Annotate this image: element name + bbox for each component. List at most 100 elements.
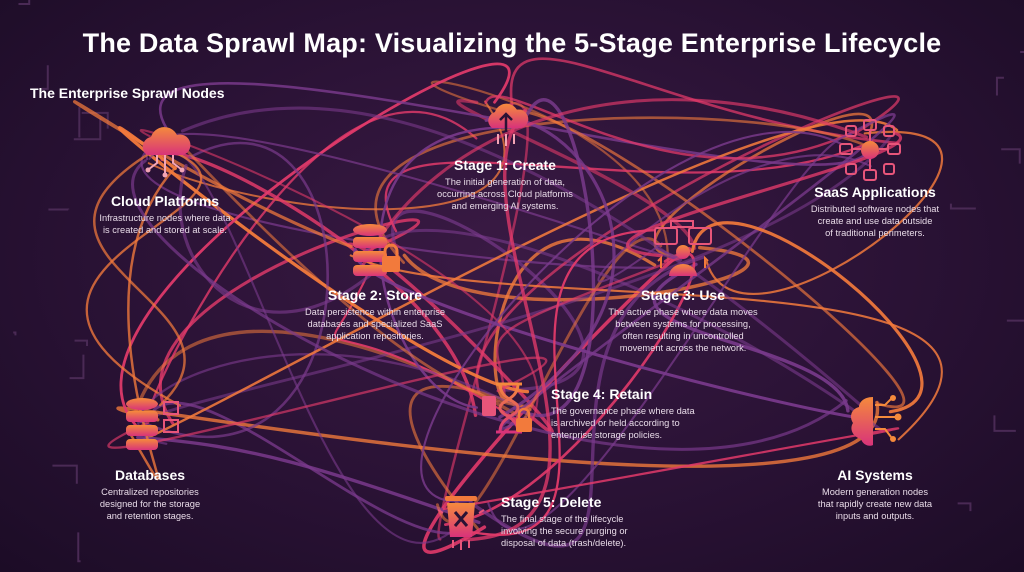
flow-line: [384, 140, 874, 233]
database-lock-icon: [353, 224, 400, 276]
flow-line: [484, 95, 851, 160]
node-desc-line: occurring across Cloud platforms: [437, 189, 573, 199]
node-stage-4-retain: Stage 4: Retain The governance phase whe…: [551, 386, 741, 441]
flow-line: [374, 116, 879, 264]
flow-line: [107, 356, 548, 449]
flow-line: [158, 81, 872, 166]
node-title: Databases: [114, 467, 186, 483]
flow-line: [349, 254, 943, 441]
circuit-trace: [52, 464, 78, 484]
flow-line: [72, 100, 353, 249]
node-title: SaaS Applications: [814, 184, 936, 200]
node-ai-systems: AI Systems Modern generation nodes that r…: [785, 467, 965, 522]
node-desc-line: is archived or held according to: [551, 418, 680, 428]
circuit-trace: [74, 339, 89, 346]
node-title: Stage 4: Retain: [551, 386, 653, 402]
node-desc-line: create and use data outside: [817, 216, 933, 226]
node-databases: Databases Centralized repositories design…: [60, 467, 240, 522]
page-title: The Data Sprawl Map: Visualizing the 5-S…: [82, 28, 942, 58]
node-desc-line: databases and specialized SaaS: [307, 319, 443, 329]
circuit-trace: [41, 65, 49, 90]
node-desc-line: Centralized repositories: [101, 487, 199, 497]
brain-circuit-icon: [851, 395, 902, 446]
flow-line: [408, 384, 532, 530]
node-desc-line: The final stage of the lifecycle: [501, 514, 624, 524]
flow-line: [690, 221, 924, 414]
node-title: Stage 2: Store: [327, 287, 423, 303]
node-desc-line: of traditional perimeters.: [825, 228, 925, 238]
flow-line: [178, 163, 381, 314]
flow-line: [391, 209, 586, 392]
node-stage-1-create: Stage 1: Create The initial generation o…: [415, 157, 595, 212]
node-desc-line: The active phase where data moves: [608, 307, 758, 317]
flow-line: [705, 130, 944, 295]
node-desc-line: The initial generation of data,: [445, 177, 565, 187]
node-title: AI Systems: [837, 467, 913, 483]
node-desc-line: The governance phase where data: [551, 406, 695, 416]
circuit-trace: [949, 203, 976, 210]
node-desc-line: movement across the network.: [619, 343, 747, 353]
node-desc-line: involving the secure purging or: [501, 526, 628, 536]
flow-line: [137, 119, 899, 444]
node-desc-line: is created and stored at scale.: [102, 225, 228, 235]
flow-line: [463, 229, 656, 536]
cloud-network-icon: [142, 127, 191, 178]
flow-line: [119, 62, 511, 427]
circuit-trace: [1006, 319, 1024, 322]
node-desc-line: between systems for processing,: [615, 319, 751, 329]
node-desc-line: and retention stages.: [106, 511, 194, 521]
flow-line: [131, 159, 848, 451]
node-desc-line: enterprise storage policies.: [551, 430, 663, 440]
saas-hub-icon: [839, 119, 901, 181]
flow-line: [420, 130, 842, 503]
circuit-trace: [73, 118, 102, 141]
section-subtitle: The Enterprise Sprawl Nodes: [30, 85, 225, 101]
node-stage-2-store: Stage 2: Store Data persistence within e…: [285, 287, 465, 342]
circuit-trace: [993, 415, 1016, 432]
node-title: Stage 1: Create: [454, 157, 556, 173]
flow-line: [512, 98, 596, 418]
node-desc-line: that rapidly create new data: [817, 499, 933, 509]
trash-delete-icon: [437, 496, 485, 550]
node-title: Stage 3: Use: [640, 287, 726, 303]
node-title: Stage 5: Delete: [501, 494, 602, 510]
cloud-upload-icon: [488, 103, 529, 146]
circuit-trace: [69, 354, 85, 380]
circuit-trace: [995, 76, 1004, 96]
flow-line: [140, 129, 539, 422]
node-cloud-platforms: Cloud Platforms Infrastructure nodes whe…: [75, 193, 255, 236]
flow-line: [463, 108, 552, 542]
flow-line: [475, 95, 900, 394]
node-desc-line: inputs and outputs.: [835, 511, 915, 521]
circuit-trace: [77, 532, 81, 563]
flow-line: [116, 400, 879, 468]
node-desc-line: and emerging AI systems.: [451, 201, 559, 211]
node-desc-line: Modern generation nodes: [822, 487, 928, 497]
hourglass-lock-icon: [482, 382, 532, 434]
flow-line: [468, 255, 705, 548]
flow-line: [495, 255, 684, 396]
node-desc-line: application repositories.: [326, 331, 424, 341]
flow-line: [152, 401, 455, 535]
flow-line: [442, 427, 900, 511]
flow-line: [625, 131, 902, 258]
circuit-trace: [957, 502, 972, 512]
flow-line: [180, 106, 870, 414]
flow-line: [361, 228, 885, 433]
circuit-trace: [1001, 148, 1021, 164]
node-desc-line: designed for the storage: [99, 499, 201, 509]
circuit-trace: [18, 0, 31, 6]
flow-line: [93, 153, 186, 407]
flow-line: [487, 134, 855, 530]
node-desc-line: Distributed software nodes that: [810, 204, 940, 214]
flow-line: [456, 99, 697, 250]
flow-line: [136, 141, 329, 439]
node-desc-line: disposal of data (trash/delete).: [501, 538, 627, 548]
circuit-trace: [78, 107, 81, 138]
flow-line: [171, 134, 531, 408]
user-share-icon: [654, 220, 712, 276]
database-icon: [126, 398, 179, 450]
node-desc-line: Infrastructure nodes where data: [99, 213, 231, 223]
flow-line: [652, 262, 850, 413]
